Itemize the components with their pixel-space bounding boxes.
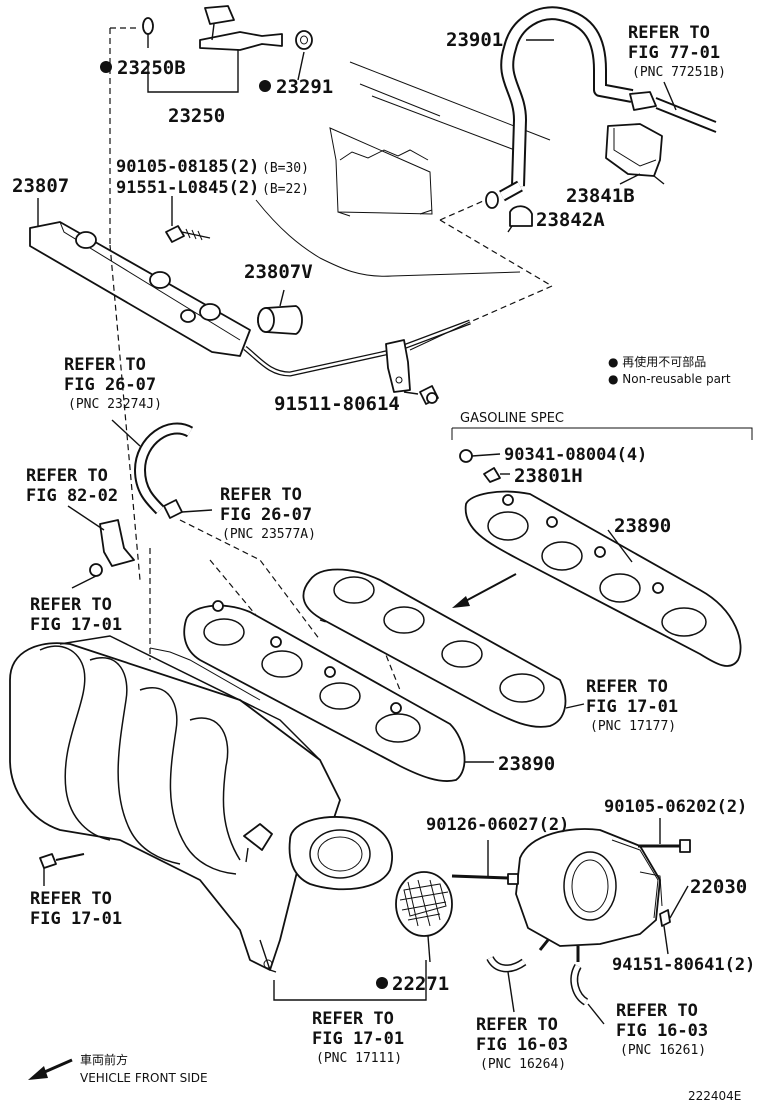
ref1701a-line1: REFER TO: [30, 595, 112, 615]
fuel-injector-group: [109, 5, 313, 245]
label-23890-lower: 23890: [498, 753, 555, 775]
legend-japanese: ● 再使用不可部品: [608, 354, 706, 369]
ref8202-line1: REFER TO: [26, 466, 108, 486]
label-90105-06202: 90105-06202(2): [604, 797, 747, 817]
vacuum-hose: [111, 419, 213, 519]
label-23801h: 23801H: [514, 465, 583, 487]
labels: 23250B 23250 23291 23901 REFER TO FIG 77…: [12, 23, 755, 1103]
label-90341: 90341-08004(4): [504, 445, 647, 465]
ref1701b-line1: REFER TO: [586, 677, 668, 697]
gasket-middle: [302, 568, 585, 728]
ref1701c-line2: FIG 17-01: [30, 909, 122, 929]
gasket-23890-lower: [183, 600, 494, 782]
ref1701d-line3: (PNC 17111): [316, 1051, 402, 1066]
pipe-bracket: [385, 339, 411, 393]
label-22271: 22271: [392, 973, 449, 995]
label-91511-80614: 91511-80614: [274, 393, 400, 415]
ref1701b-line3: (PNC 17177): [590, 719, 676, 734]
non-reusable-dot-icon: [376, 977, 388, 989]
ref2607b-line3: (PNC 23577A): [222, 527, 316, 542]
label-22030: 22030: [690, 876, 747, 898]
ref8202-line2: FIG 82-02: [26, 486, 118, 506]
clamp-23842a: [507, 205, 533, 233]
ref1701d-line1: REFER TO: [312, 1009, 394, 1029]
legend-english: ● Non-reusable part: [608, 372, 731, 386]
gasoline-spec-section: [451, 427, 753, 667]
label-90126: 90126-06027(2): [426, 815, 569, 835]
ref77-line1: REFER TO: [628, 23, 710, 43]
diagram-id: 222404E: [688, 1089, 741, 1103]
label-23291: 23291: [276, 76, 333, 98]
bracket-23841b: [605, 123, 665, 185]
non-reusable-dot-icon: [100, 61, 112, 73]
injector-connector: [204, 5, 235, 25]
label-23890-top: 23890: [614, 515, 671, 537]
ref1603a-line3: (PNC 16264): [480, 1057, 566, 1072]
throttle-flange: [288, 816, 393, 891]
vehicle-front-arrow-icon: [28, 1058, 73, 1080]
gasoline-spec-label: GASOLINE SPEC: [460, 411, 564, 426]
label-23807v: 23807V: [244, 261, 313, 283]
ref1603b-line3: (PNC 16261): [620, 1043, 706, 1058]
fuel-rail-23807: [29, 198, 471, 393]
bolt-90105-08185: [165, 196, 211, 243]
label-bolt-91551: 91551-L0845(2): [116, 178, 259, 198]
ref2607b-line2: FIG 26-07: [220, 505, 312, 525]
ref77-line2: FIG 77-01: [628, 43, 720, 63]
seal-23291: [295, 30, 313, 50]
fuel-hose-23901: [485, 6, 717, 209]
ref77-line3: (PNC 77251B): [632, 65, 726, 80]
intake-manifold: [9, 635, 427, 1001]
label-bolt-91551-note: (B=22): [262, 182, 309, 197]
injector-23250: [199, 31, 283, 51]
label-94151: 94151-80641(2): [612, 955, 755, 975]
label-23807: 23807: [12, 175, 69, 197]
gasket-22271: [395, 871, 453, 963]
non-reusable-dot-icon: [259, 80, 271, 92]
ref1603b-line2: FIG 16-03: [616, 1021, 708, 1041]
ref1701d-line2: FIG 17-01: [312, 1029, 404, 1049]
pulsation-damper-23807v: [257, 289, 303, 335]
ref1603b-line1: REFER TO: [616, 1001, 698, 1021]
label-23250b: 23250B: [117, 57, 186, 79]
ref2607a-line2: FIG 26-07: [64, 375, 156, 395]
engine-outline: [255, 61, 554, 323]
gasket-23890-top: [464, 490, 742, 667]
ref1701a-line2: FIG 17-01: [30, 615, 122, 635]
label-23901: 23901: [446, 29, 503, 51]
vehicle-front-japanese: 車両前方: [80, 1052, 128, 1067]
label-bolt-90105-note: (B=30): [262, 161, 309, 176]
ref1603a-line2: FIG 16-03: [476, 1035, 568, 1055]
bracket-fig82: [67, 505, 135, 589]
fuel-rail-body: [29, 221, 251, 357]
ref1701b-line2: FIG 17-01: [586, 697, 678, 717]
cover-outline: [329, 127, 433, 215]
bolt-91511-80614: [403, 385, 439, 405]
bolt-manifold-left: [39, 853, 85, 886]
label-bolt-90105: 90105-08185(2): [116, 157, 259, 177]
o-ring-23250b: [142, 17, 154, 35]
vehicle-front-english: VEHICLE FRONT SIDE: [80, 1071, 208, 1085]
ref1701c-line1: REFER TO: [30, 889, 112, 909]
label-23842a: 23842A: [536, 209, 605, 231]
label-23841b: 23841B: [566, 185, 635, 207]
throttle-body-22030: [451, 818, 691, 1025]
ref1603a-line1: REFER TO: [476, 1015, 558, 1035]
ref2607a-line1: REFER TO: [64, 355, 146, 375]
ref2607b-line1: REFER TO: [220, 485, 302, 505]
ref2607a-line3: (PNC 23274J): [68, 397, 162, 412]
label-23250: 23250: [168, 105, 225, 127]
